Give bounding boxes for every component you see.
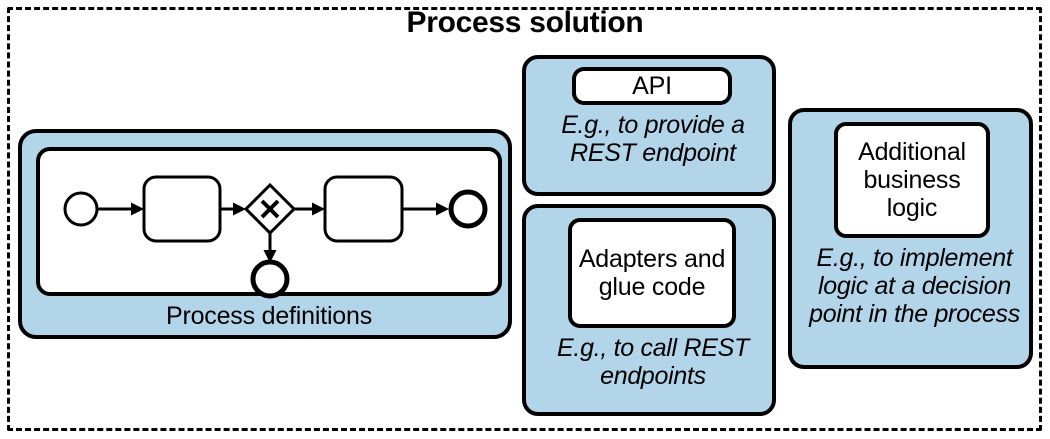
bpmn-end-event-2: [250, 259, 290, 299]
sequence-flow-task1-to-gateway: [220, 202, 246, 216]
bpmn-end-event-1: [448, 189, 488, 229]
bpmn-task-2: [323, 175, 404, 243]
card-adapters-chip: Adapters and glue code: [568, 218, 736, 328]
bpmn-task-1: [142, 175, 222, 243]
card-additional-business-logic-caption: E.g., to implement logic at a decision p…: [809, 244, 1020, 328]
sequence-flow-gateway-to-end2: [263, 233, 277, 263]
page-title: Process solution: [406, 6, 644, 39]
card-api-caption: E.g., to provide a REST endpoint: [561, 111, 745, 167]
card-adapters-caption: E.g., to call REST endpoints: [557, 334, 749, 390]
card-api-chip: API: [572, 67, 732, 105]
bpmn-exclusive-gateway: [243, 182, 297, 236]
card-additional-business-logic[interactable]: Additional business logic E.g., to imple…: [788, 108, 1033, 369]
sequence-flow-task2-to-end1: [402, 202, 449, 216]
card-api[interactable]: API E.g., to provide a REST endpoint: [522, 55, 776, 196]
card-additional-business-logic-chip: Additional business logic: [834, 122, 990, 238]
sequence-flow-gateway-to-task2: [294, 202, 325, 216]
bpmn-process-diagram: [63, 175, 488, 299]
process-solution-boundary: [7, 7, 1042, 431]
bpmn-start-event: [63, 191, 99, 227]
card-process-definitions-label: Process definitions: [165, 302, 373, 330]
card-process-definitions[interactable]: Process definitions: [18, 129, 512, 339]
bpmn-diagram-container: [36, 147, 502, 299]
sequence-flow-start-to-task1: [98, 202, 144, 216]
card-adapters[interactable]: Adapters and glue code E.g., to call RES…: [522, 204, 776, 416]
